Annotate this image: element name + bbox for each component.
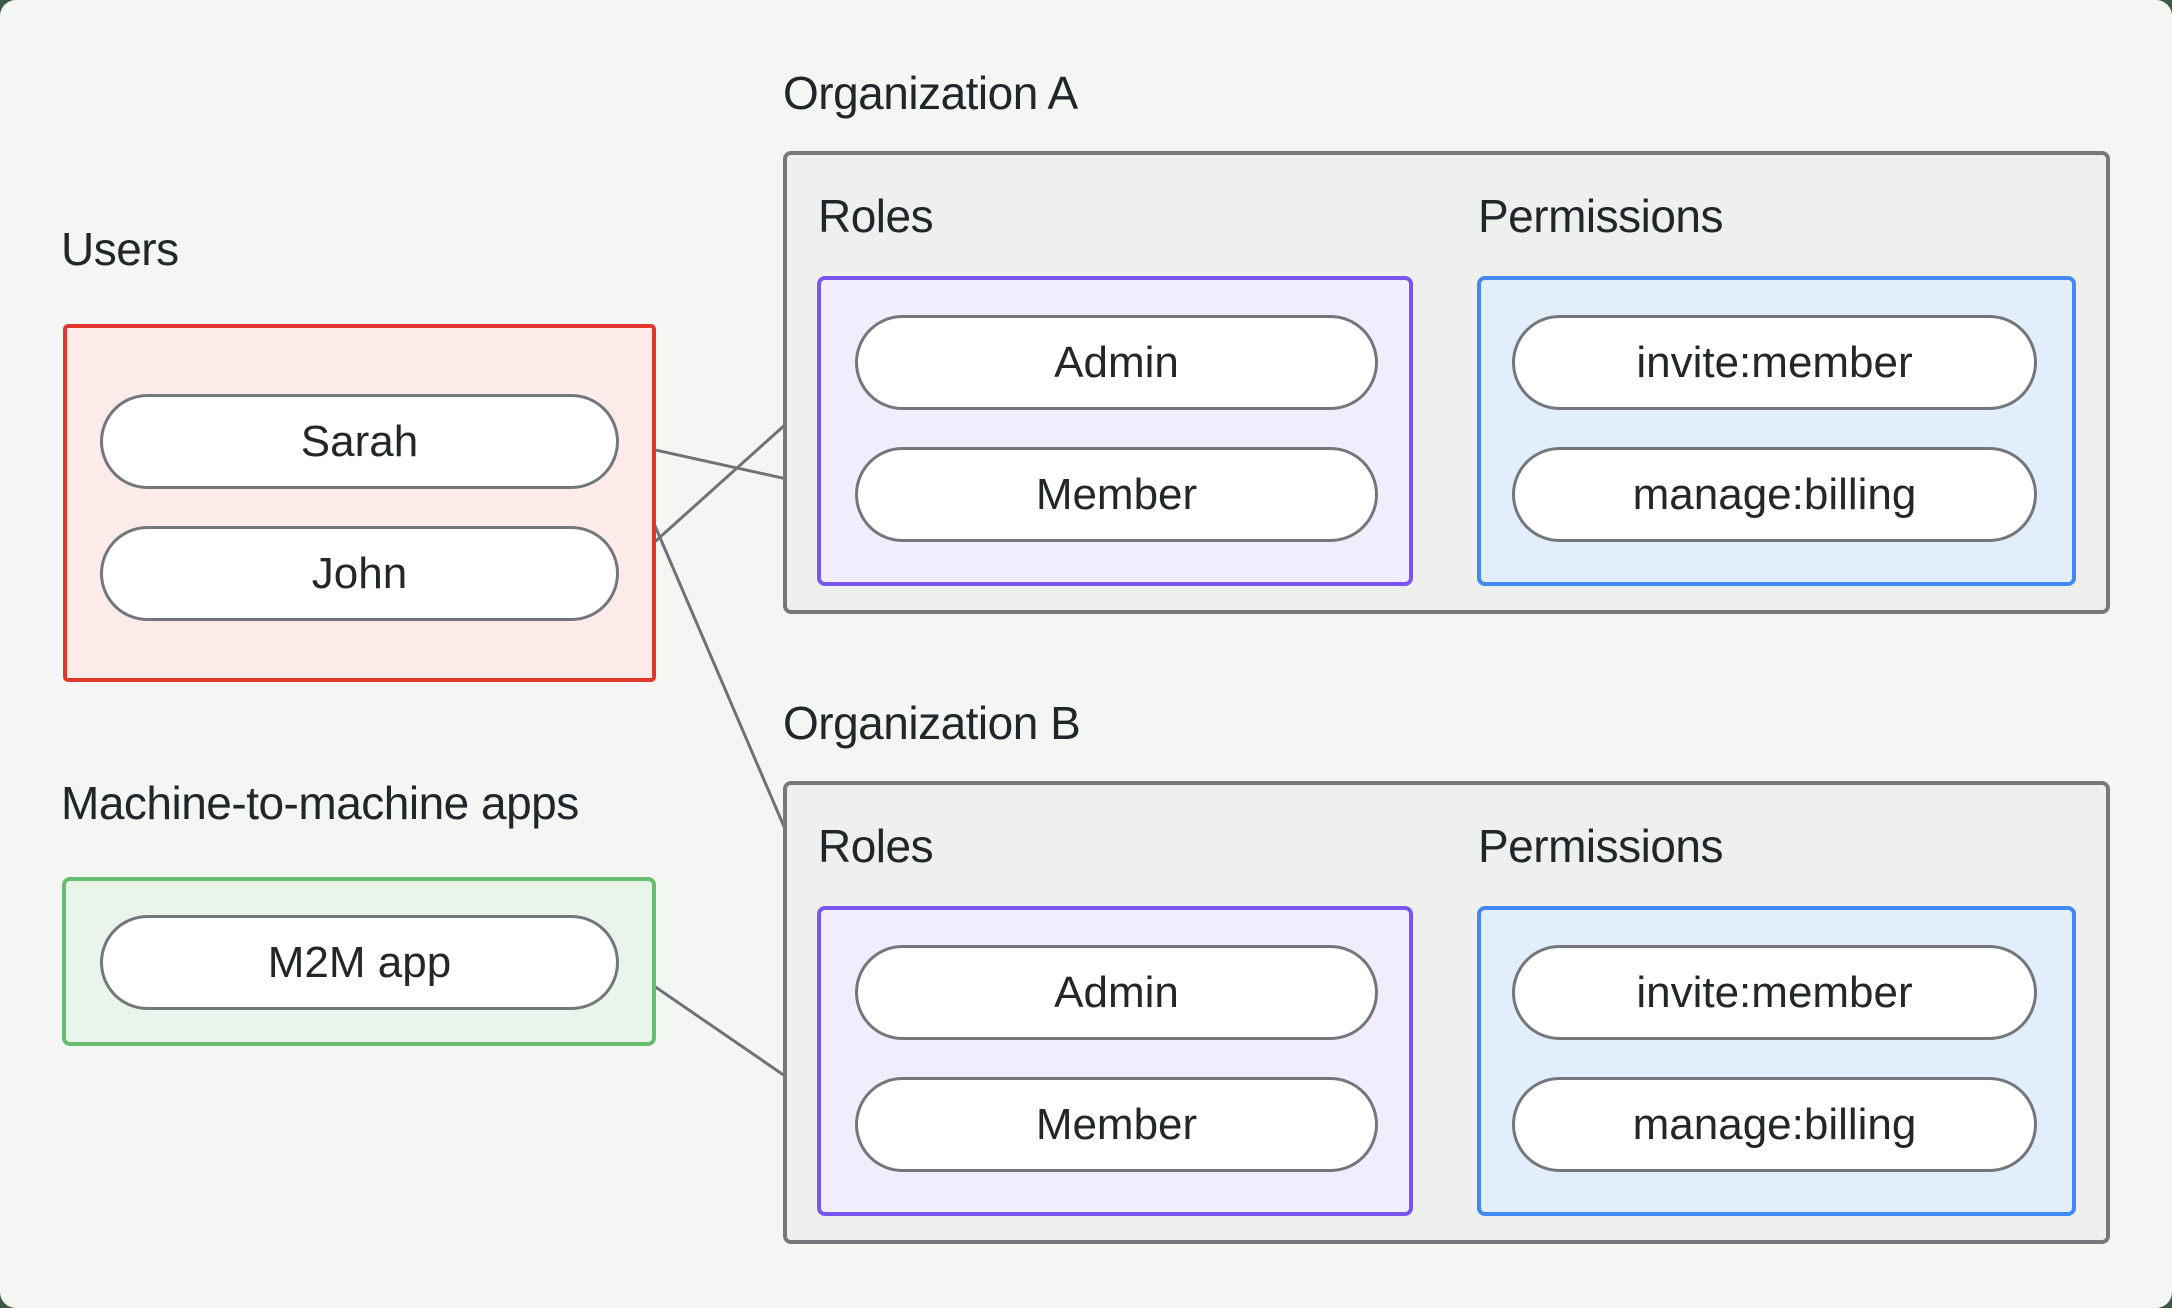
m2m-group-label: Machine-to-machine apps [61,777,579,829]
node-org-b-invite-member: invite:member [1512,945,2037,1040]
node-org-b-member: Member [855,1077,1378,1172]
org-b-permissions-label: Permissions [1478,820,1724,872]
users-group-label: Users [61,223,179,275]
org-a-title: Organization A [783,67,1078,119]
node-m2m-app: M2M app [100,915,619,1010]
node-org-b-manage-billing: manage:billing [1512,1077,2037,1172]
node-john: John [100,526,619,621]
node-org-a-invite-member: invite:member [1512,315,2037,410]
org-a-roles-label: Roles [818,190,934,242]
users-box [63,324,656,682]
node-org-a-manage-billing: manage:billing [1512,447,2037,542]
node-org-a-admin: Admin [855,315,1378,410]
node-sarah: Sarah [100,394,619,489]
node-org-a-member: Member [855,447,1378,542]
node-org-b-admin: Admin [855,945,1378,1040]
org-a-permissions-label: Permissions [1478,190,1724,242]
org-b-roles-label: Roles [818,820,934,872]
org-b-title: Organization B [783,697,1081,749]
